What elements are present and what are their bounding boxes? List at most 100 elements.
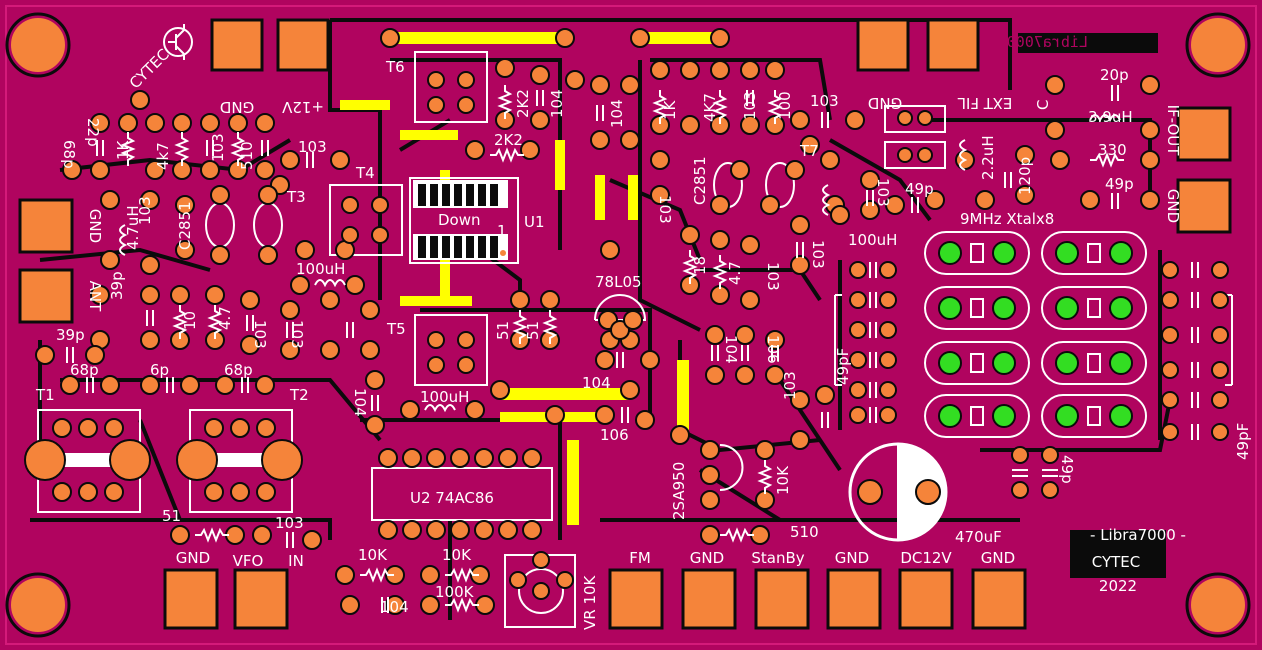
label-c-c: C bbox=[1034, 100, 1052, 110]
label-t1: T1 bbox=[35, 386, 55, 404]
footer-title: - Libra7000 - bbox=[1090, 526, 1186, 544]
label-l-3-9uh: 3.9uH bbox=[1088, 108, 1133, 126]
label-r-2k2-a: 2K2 bbox=[514, 89, 532, 118]
label-c-104-c: 104 bbox=[351, 388, 369, 417]
connector-pads bbox=[18, 18, 1232, 630]
label-r-10k-a: 10K bbox=[358, 546, 388, 564]
silkscreen-outlines bbox=[37, 51, 1233, 628]
label-q3: 2SA950 bbox=[670, 462, 688, 520]
label-r-1k-a: 1K bbox=[114, 139, 132, 160]
label-cap-470: 470uF bbox=[955, 528, 1002, 546]
mirrored-product-label: Libra7000 bbox=[1007, 33, 1088, 51]
label-u1-pin: 1 bbox=[497, 222, 507, 240]
label-c-103-m: 103 bbox=[275, 514, 304, 532]
label-r-4-7-b: 4.7 bbox=[216, 306, 234, 330]
label-r-510-b: 510 bbox=[790, 523, 819, 541]
label-t2: T2 bbox=[289, 386, 309, 404]
label-c-104-a: 104 bbox=[548, 89, 566, 118]
label-r-18: 18 bbox=[691, 256, 709, 275]
connector-label-ant: ANT bbox=[86, 281, 104, 312]
connector-label-if-out: IF-OUT bbox=[1164, 105, 1182, 157]
capacitor-symbols bbox=[66, 85, 1199, 613]
label-c-330: 330 bbox=[1098, 141, 1127, 159]
connector-label-ext-fil: EXT FIL bbox=[957, 94, 1012, 112]
text-layer: CYTEC Libra7000 GND +12V GND EXT FIL IF-… bbox=[35, 33, 1252, 630]
label-l-100uh-c: 100uH bbox=[848, 231, 897, 249]
connector-label-if-gnd: GND bbox=[1164, 189, 1182, 223]
label-t6: T6 bbox=[385, 58, 405, 76]
connector-label-gnd-b: GND bbox=[690, 549, 724, 567]
label-c-103-h: 103 bbox=[251, 320, 269, 349]
label-49pf-left: 49pF bbox=[834, 348, 852, 385]
label-r-4k7-b: 4K7 bbox=[701, 93, 719, 122]
label-r-10k-c: 10K bbox=[774, 465, 792, 495]
label-c-103-e: 103 bbox=[656, 195, 674, 224]
label-c-103-i: 103 bbox=[288, 320, 306, 349]
label-r-51-c: 51 bbox=[162, 507, 181, 525]
transformer-pads bbox=[24, 418, 303, 502]
connector-label-vfo: VFO bbox=[233, 552, 264, 570]
label-c-6p: 6p bbox=[150, 361, 169, 379]
label-vr: VR 10K bbox=[581, 574, 599, 630]
label-q2: C2851 bbox=[691, 156, 709, 205]
label-xtal: 9MHz Xtalx8 bbox=[960, 210, 1054, 228]
connector-label-standby: StanBy bbox=[751, 549, 804, 567]
connector-label-gnd-c: GND bbox=[835, 549, 869, 567]
label-c-68p-b: 68p bbox=[70, 361, 99, 379]
connector-label-12v: +12V bbox=[281, 98, 324, 116]
label-t3: T3 bbox=[286, 188, 306, 206]
label-t4: T4 bbox=[355, 164, 375, 182]
connector-label-vfo-gnd: GND bbox=[176, 549, 210, 567]
connector-label-vfo-in: IN bbox=[288, 552, 304, 570]
label-c-103-f: 103 bbox=[874, 178, 892, 207]
connector-label-top-gnd: GND bbox=[220, 98, 254, 116]
label-c-20p: 20p bbox=[1100, 66, 1129, 84]
label-r-100: 100 bbox=[776, 91, 794, 120]
label-r-51-b: 51 bbox=[524, 321, 542, 340]
label-c-104-f: 104 bbox=[380, 598, 409, 616]
label-u1: U1 bbox=[524, 213, 545, 231]
connector-label-ant-gnd: GND bbox=[86, 209, 104, 243]
transistor-icon bbox=[163, 24, 193, 60]
label-c-22p: 22p bbox=[84, 118, 102, 147]
through-hole-pads bbox=[35, 28, 1229, 615]
label-c-104-b: 104 bbox=[608, 99, 626, 128]
passive-symbols bbox=[119, 85, 1124, 613]
label-49pf-right: 49pF bbox=[1234, 423, 1252, 460]
label-c-103-d: 103 bbox=[810, 92, 839, 110]
label-r-1k-b: 1K bbox=[661, 99, 679, 120]
label-c-49p-b: 49p bbox=[1105, 175, 1134, 193]
connector-label-gnd-d: GND bbox=[981, 549, 1015, 567]
label-c-103-c: 103 bbox=[741, 91, 759, 120]
label-c-39p-a: 39p bbox=[108, 271, 126, 300]
footer-brand: CYTEC bbox=[1092, 553, 1141, 571]
board-edge bbox=[5, 5, 1257, 645]
label-c-103-j: 103 bbox=[764, 262, 782, 291]
label-r-51-a: 51 bbox=[494, 321, 512, 340]
label-c-106-b: 106 bbox=[764, 335, 782, 364]
label-u1-note: Down bbox=[438, 211, 481, 229]
label-l-100uh-b: 100uH bbox=[420, 388, 469, 406]
label-c-103-b: 103 bbox=[298, 138, 327, 156]
label-r-10: 10 bbox=[181, 311, 199, 330]
label-c-39p-b: 39p bbox=[56, 326, 85, 344]
label-c-49p-a: 49p bbox=[905, 180, 934, 198]
crystal-array bbox=[924, 231, 1147, 438]
connector-label-ext-gnd: GND bbox=[868, 94, 902, 112]
label-r-4k7-a: 4k7 bbox=[154, 142, 172, 170]
label-q1: C2851 bbox=[176, 201, 194, 250]
label-l-4-7uh: 4.7uH bbox=[124, 205, 142, 250]
label-t7: T7 bbox=[799, 142, 819, 160]
label-t5: T5 bbox=[386, 320, 406, 338]
label-r-510-a: 510 bbox=[238, 141, 256, 170]
label-r-100k: 100K bbox=[435, 583, 475, 601]
footer-year: 2022 bbox=[1099, 577, 1137, 595]
footer-box bbox=[1070, 530, 1166, 578]
connector-label-fm: FM bbox=[629, 549, 651, 567]
label-l-100uh-a: 100uH bbox=[296, 260, 345, 278]
mounting-holes bbox=[5, 12, 1251, 638]
label-r-2k2-b: 2K2 bbox=[494, 131, 523, 149]
label-c-104-e: 104 bbox=[722, 335, 740, 364]
